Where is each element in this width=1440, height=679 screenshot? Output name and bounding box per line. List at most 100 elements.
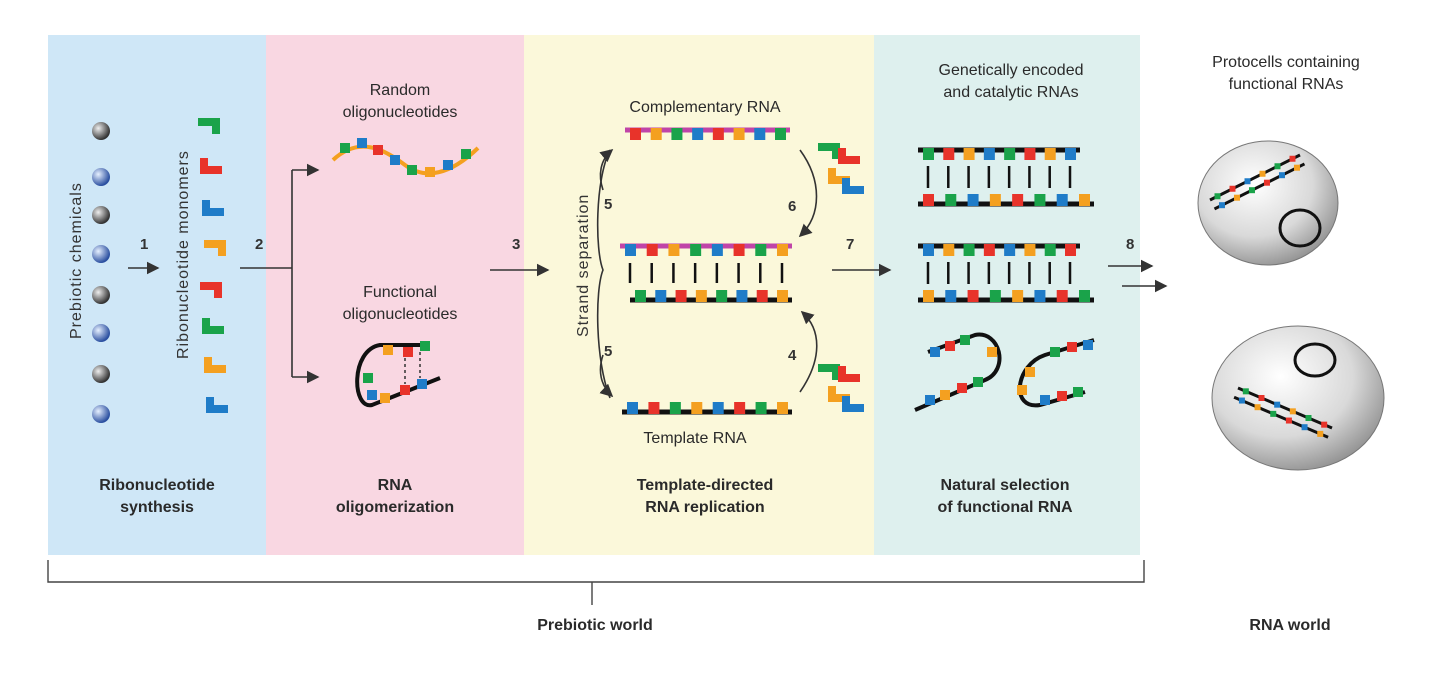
protocell-1-duplex-nucleotide <box>1233 194 1240 201</box>
selected-duplex-2-bottom-nucleotide <box>1034 290 1046 302</box>
protocell-1-duplex-nucleotide <box>1293 164 1300 171</box>
complementary-rna-nucleotide <box>754 128 766 140</box>
protocell-2-duplex-nucleotide <box>1254 404 1261 411</box>
selected-duplex-2-top-nucleotide <box>1044 244 1056 256</box>
catalytic-rna-2-nucleotide <box>1057 391 1067 401</box>
prebiotic-chemical-sphere <box>92 122 110 140</box>
duplex-top-strand-nucleotide <box>668 244 680 256</box>
ribonucleotide-monomers-label: Ribonucleotide monomers <box>175 150 192 359</box>
complementary-rna-nucleotide <box>712 128 724 140</box>
selected-duplex-1-top-nucleotide <box>1065 148 1076 160</box>
prebiotic-chemical-sphere <box>92 168 110 186</box>
template-rna-nucleotide <box>734 402 746 414</box>
caption-template-replication: Template-directed RNA replication <box>636 477 774 516</box>
incoming-monomer <box>842 396 864 412</box>
catalytic-rna-2-nucleotide <box>1067 342 1077 352</box>
step-number-5-bottom: 5 <box>604 343 613 360</box>
incoming-monomer <box>818 364 840 380</box>
prebiotic-chemical-sphere <box>92 324 110 342</box>
incoming-monomer <box>838 366 860 382</box>
protocell-2-duplex-nucleotide <box>1289 408 1296 415</box>
duplex-bottom-strand-nucleotide <box>736 290 748 302</box>
prebiotic-world-label: Prebiotic world <box>537 617 653 634</box>
prebiotic-chemicals-label: Prebiotic chemicals <box>68 182 85 339</box>
strand-separation-brace <box>596 149 611 399</box>
protocell-1-duplex-nucleotide <box>1218 202 1225 209</box>
complementary-rna-label: Complementary RNA <box>629 99 781 116</box>
caption-natural-selection: Natural selection of functional RNA <box>937 477 1073 516</box>
ribonucleotide-monomer <box>198 118 220 134</box>
arrow-step-4 <box>799 310 818 393</box>
selected-duplex-1-top-nucleotide <box>983 148 995 160</box>
protocell-2-duplex-nucleotide <box>1274 401 1281 408</box>
catalytic-rna-2-nucleotide <box>1040 395 1050 405</box>
template-rna-nucleotide <box>777 402 788 414</box>
selected-duplex-2-bottom-nucleotide <box>967 290 979 302</box>
protocell-2-duplex-nucleotide <box>1270 410 1277 417</box>
random-oligo-nucleotide <box>340 143 350 153</box>
template-rna-nucleotide <box>755 402 767 414</box>
selected-duplex-1-bottom-nucleotide <box>1012 194 1024 206</box>
protocell-2-duplex-nucleotide <box>1258 395 1265 401</box>
prebiotic-chemical-sphere <box>92 405 110 423</box>
random-oligo-nucleotide <box>425 167 435 177</box>
catalytic-rna-2-nucleotide <box>1017 385 1027 395</box>
protocell-2-duplex-nucleotide <box>1317 430 1324 437</box>
duplex-bottom-strand-nucleotide <box>655 290 667 302</box>
protocell-1-duplex-nucleotide <box>1263 179 1270 186</box>
ribonucleotide-monomer <box>200 282 222 298</box>
random-oligo-backbone <box>331 144 480 176</box>
prebiotic-chemical-sphere <box>92 286 110 304</box>
catalytic-rna-1-nucleotide <box>973 377 983 387</box>
duplex-bottom-strand-nucleotide <box>777 290 788 302</box>
protocell-1-duplex-nucleotide <box>1259 170 1266 177</box>
selected-duplex-1-bottom-nucleotide <box>989 194 1001 206</box>
step-number-7: 7 <box>846 236 855 253</box>
complementary-rna-nucleotide <box>733 128 745 140</box>
selected-duplex-1-bottom-nucleotide <box>1034 194 1046 206</box>
protocell-2-loop <box>1293 342 1337 378</box>
step-number-5-top: 5 <box>604 196 613 213</box>
step-number-6: 6 <box>788 198 797 215</box>
duplex-bottom-strand-nucleotide <box>756 290 768 302</box>
protocell-2-duplex-nucleotide <box>1238 397 1245 404</box>
selected-duplex-2-top-nucleotide <box>1004 244 1016 256</box>
selected-duplex-1-bottom-nucleotide <box>1079 194 1090 206</box>
ribonucleotide-monomer <box>206 397 228 413</box>
random-oligo-nucleotide <box>407 165 417 175</box>
step-number-3: 3 <box>512 236 521 253</box>
selected-duplex-2-top-nucleotide <box>983 244 995 256</box>
selected-duplex-2-top-nucleotide <box>1024 244 1036 256</box>
template-rna-nucleotide <box>627 402 638 414</box>
catalytic-rna-1-nucleotide <box>987 347 997 357</box>
arrow-step-5-top <box>599 148 614 191</box>
ribonucleotide-monomer <box>202 318 224 334</box>
functional-oligo-nucleotide <box>420 341 430 351</box>
selected-duplex-1-bottom-nucleotide <box>1056 194 1068 206</box>
catalytic-rna-1-nucleotide <box>960 335 970 345</box>
protocell-2-duplex-nucleotide <box>1242 388 1249 395</box>
caption-rna-oligomerization: RNA oligomerization <box>335 477 455 516</box>
selected-duplex-2-bottom-nucleotide <box>1079 290 1090 302</box>
duplex-top-strand-nucleotide <box>733 244 745 256</box>
random-oligo-nucleotide <box>443 160 453 170</box>
protocell-1-loop <box>1278 208 1322 248</box>
panel-ribonucleotide-synthesis <box>48 35 266 555</box>
selected-duplex-1-top-nucleotide <box>923 148 934 160</box>
selected-duplex-1-bottom-nucleotide <box>967 194 979 206</box>
duplex-top-strand-nucleotide <box>646 244 658 256</box>
functional-oligonucleotides-label: Functional oligonucleotides <box>342 284 458 323</box>
selected-duplex-1-top-nucleotide <box>963 148 975 160</box>
duplex-bottom-strand-nucleotide <box>716 290 728 302</box>
duplex-bottom-strand-nucleotide <box>635 290 646 302</box>
duplex-top-strand-nucleotide <box>711 244 723 256</box>
strand-separation-label: Strand separation <box>575 193 592 337</box>
protocell-1-duplex-strand-b <box>1213 162 1306 211</box>
selected-duplex-1-top-nucleotide <box>943 148 955 160</box>
duplex-top-strand-nucleotide <box>625 244 636 256</box>
catalytic-rna-1-nucleotide <box>930 347 940 357</box>
incoming-monomer <box>818 143 840 159</box>
functional-oligo-nucleotide <box>383 345 393 355</box>
step-number-2: 2 <box>255 236 264 253</box>
selected-duplex-2-bottom-nucleotide <box>1056 290 1068 302</box>
